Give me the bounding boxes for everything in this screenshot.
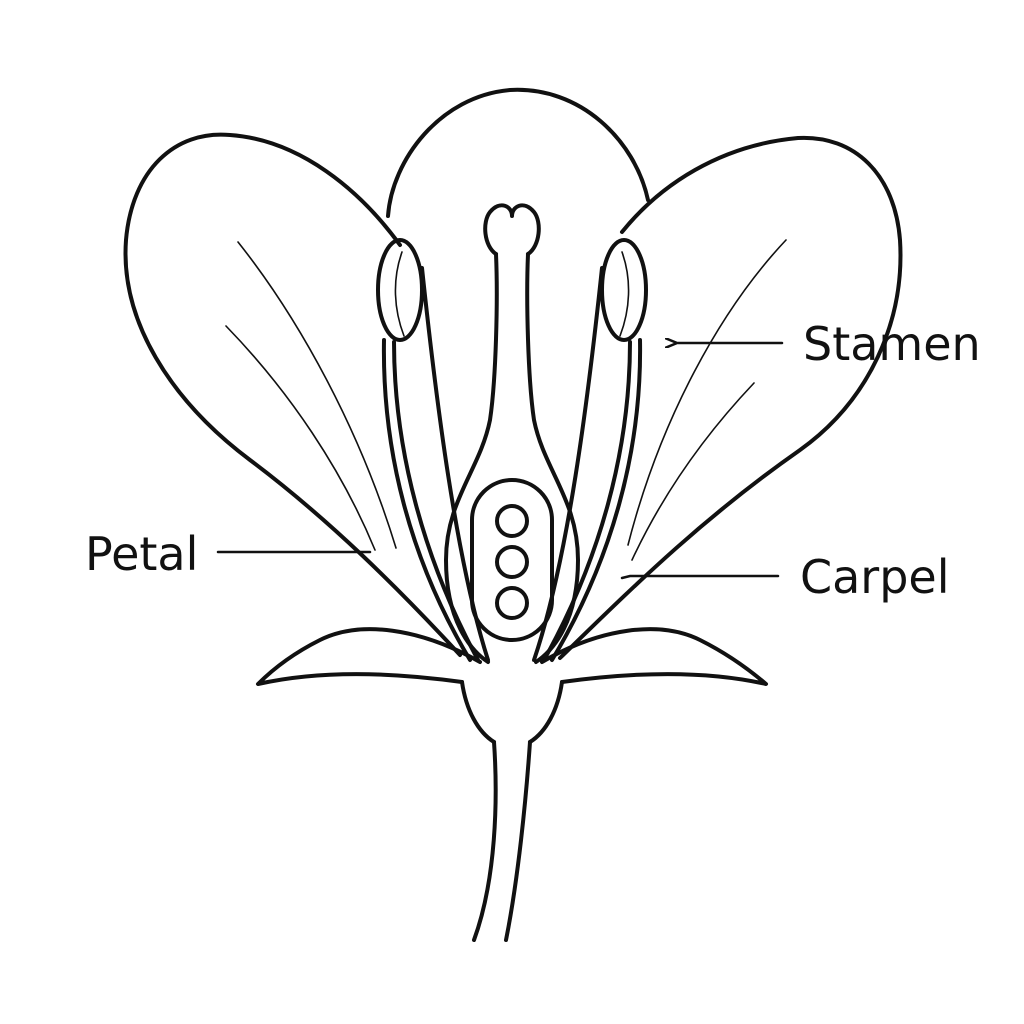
receptacle (462, 682, 562, 742)
left-stamen-sheath (422, 268, 488, 660)
left-stamen-anther-groove (395, 252, 404, 336)
left-sepal (258, 629, 480, 684)
ovule-2 (497, 547, 527, 577)
ovule-1 (497, 506, 527, 536)
petal-label: Petal (85, 527, 198, 581)
ovule-3 (497, 588, 527, 618)
stamen-label: Stamen (803, 317, 981, 371)
left-petal-vein-1 (238, 242, 396, 548)
stem (474, 742, 530, 940)
right-stamen-sheath (534, 268, 602, 660)
right-petal-vein-1 (628, 240, 786, 545)
carpel-stigma (485, 205, 539, 254)
back-petal (388, 90, 648, 216)
right-sepal (542, 629, 766, 684)
carpel-label: Carpel (800, 550, 950, 604)
right-stamen-anther-groove (620, 252, 629, 336)
carpel-style-and-ovary (446, 254, 578, 662)
left-petal-vein-2 (226, 326, 375, 550)
